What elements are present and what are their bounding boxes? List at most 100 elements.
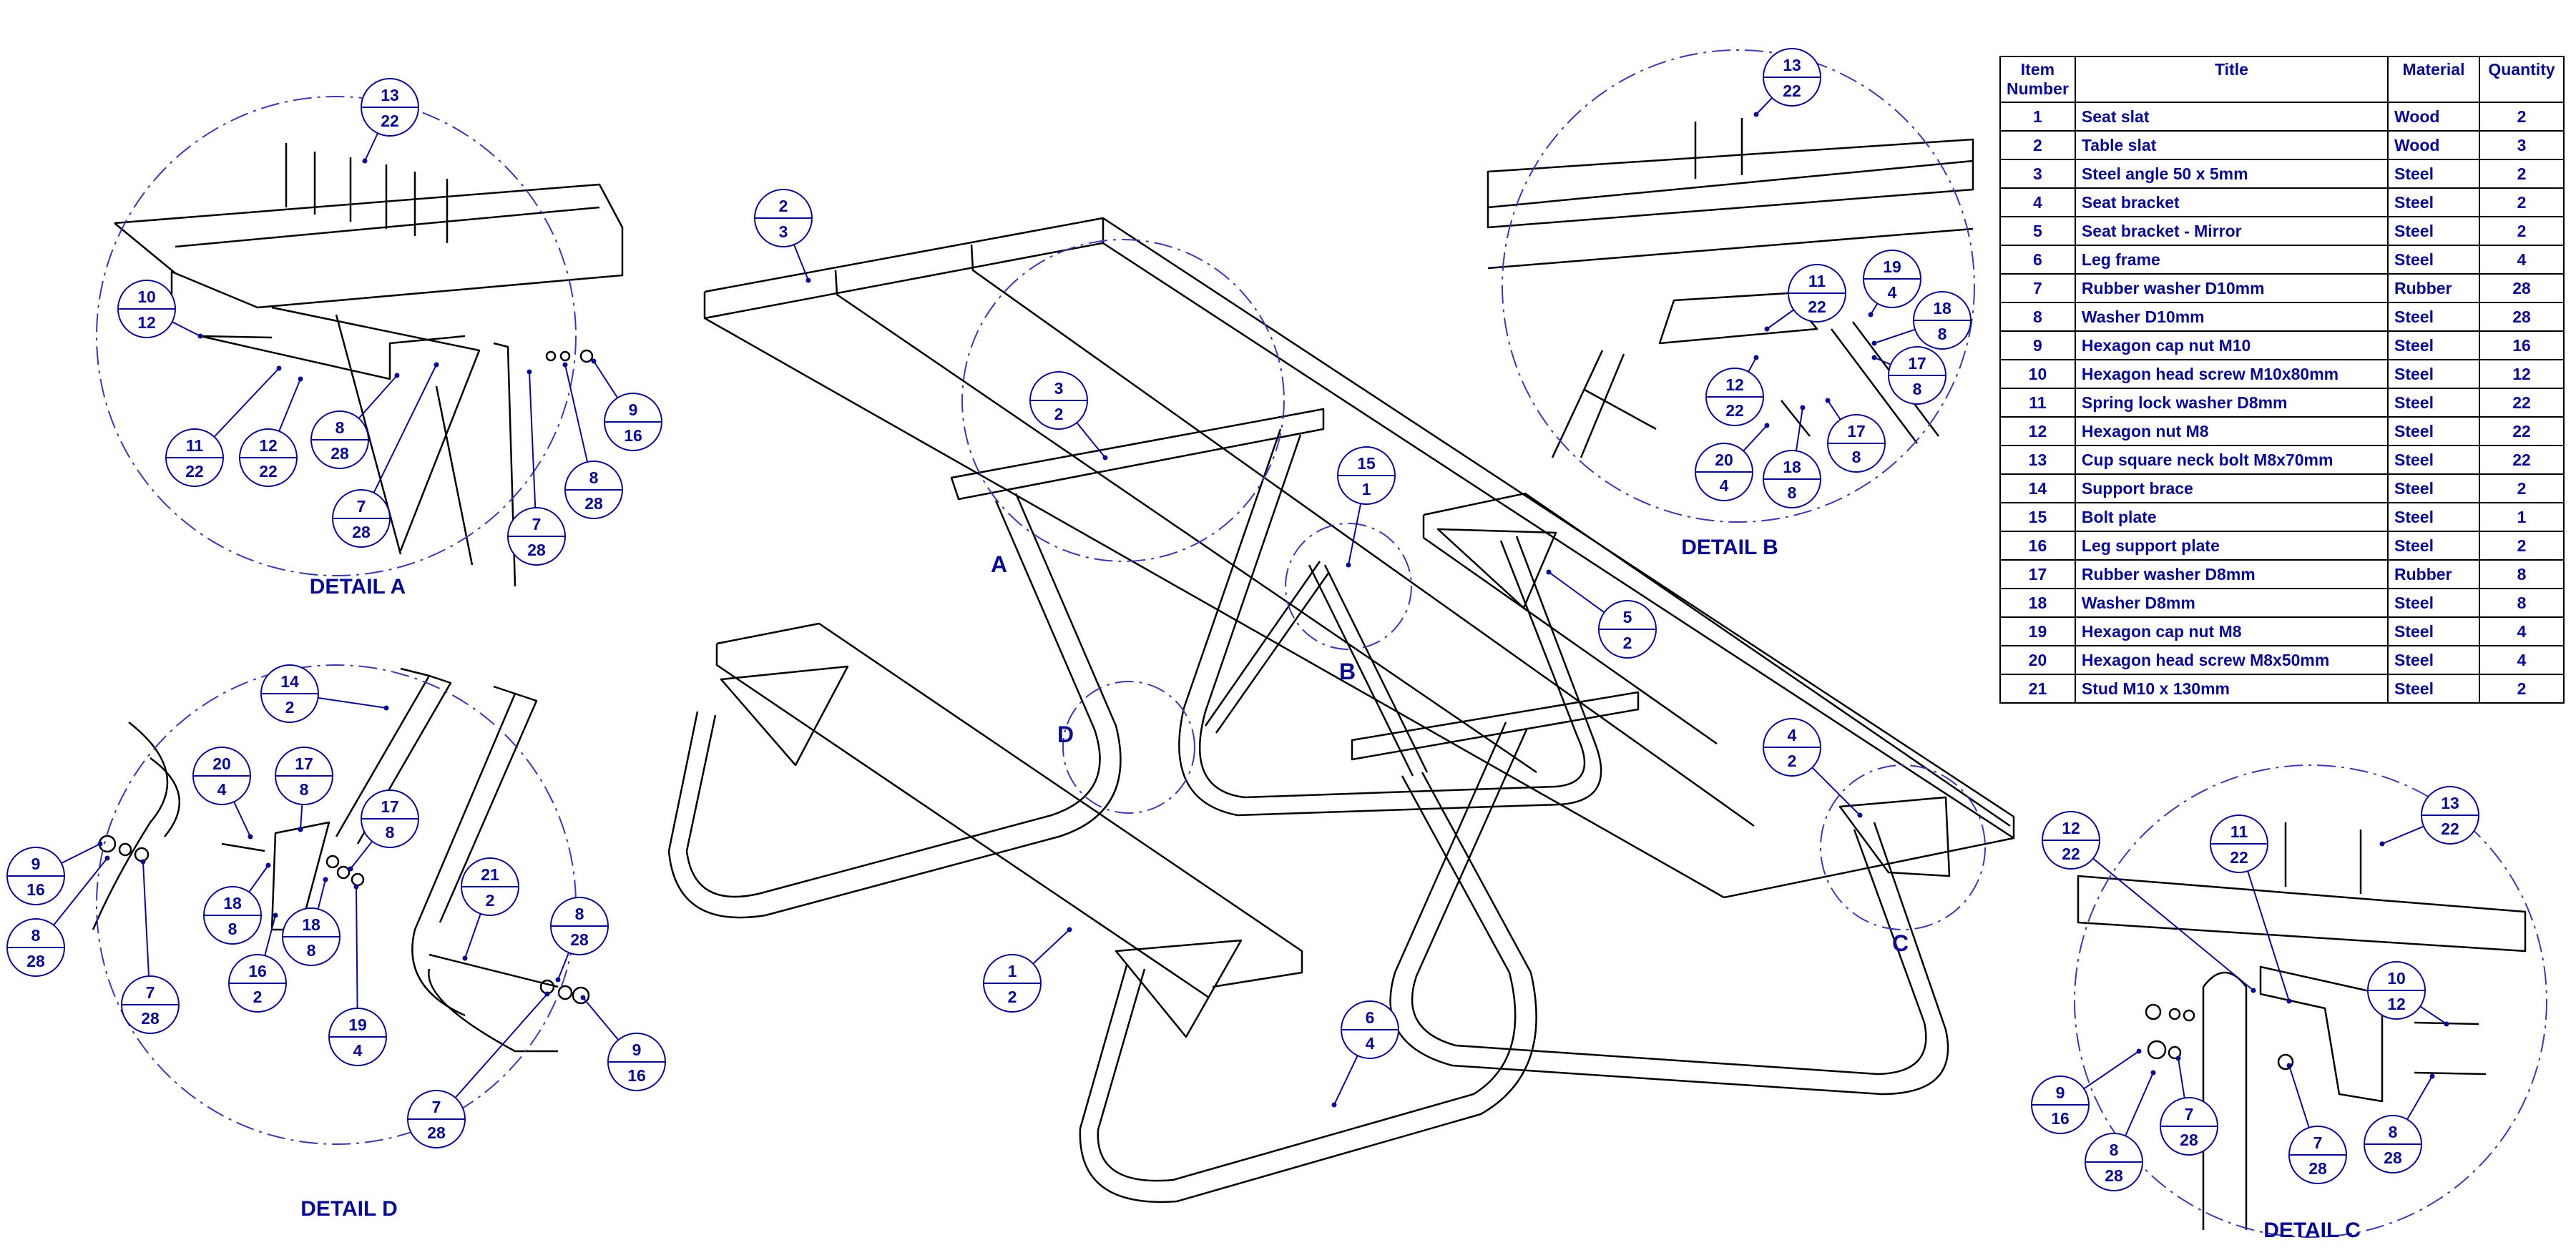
leader-line xyxy=(233,801,251,837)
balloon-quantity: 22 xyxy=(381,112,399,130)
balloon-quantity: 2 xyxy=(285,698,295,717)
item-balloon: 194 xyxy=(1863,250,1921,308)
balloon-quantity: 28 xyxy=(2105,1166,2123,1185)
leader-line xyxy=(2178,1058,2185,1098)
bom-cell-quantity: 2 xyxy=(2479,216,2565,246)
leader-arrow xyxy=(2286,998,2292,1004)
bom-cell-item-number: 14 xyxy=(1999,473,2076,503)
leader-arrow xyxy=(383,705,389,711)
item-balloon: 188 xyxy=(203,886,262,945)
leader-arrow xyxy=(805,277,811,283)
bom-cell-title: Leg frame xyxy=(2074,245,2389,275)
main-table-view xyxy=(667,217,2015,1204)
leader-arrow xyxy=(2251,988,2256,993)
item-balloon: 916 xyxy=(607,1033,666,1091)
balloon-item-number: 12 xyxy=(2062,819,2080,837)
bom-cell-quantity: 2 xyxy=(2479,473,2565,503)
balloon-item-number: 11 xyxy=(186,436,204,455)
item-balloon: 728 xyxy=(121,975,180,1034)
bom-cell-quantity: 8 xyxy=(2479,588,2565,618)
leader-line xyxy=(1076,422,1106,458)
bom-cell-title: Hexagon cap nut M8 xyxy=(2074,616,2389,646)
balloon-item-number: 9 xyxy=(31,855,41,873)
leader-arrow xyxy=(2286,1063,2292,1068)
balloon-item-number: 8 xyxy=(2389,1123,2398,1141)
leader-line xyxy=(278,378,301,432)
bom-cell-material: Steel xyxy=(2387,588,2480,618)
balloon-quantity: 4 xyxy=(1888,283,1897,302)
leader-line xyxy=(61,843,101,865)
item-balloon: 178 xyxy=(1888,346,1946,405)
leader-arrow xyxy=(1546,569,1552,575)
leader-arrow xyxy=(1753,112,1759,117)
leader-line xyxy=(557,952,570,980)
bom-cell-title: Table slat xyxy=(2074,130,2389,160)
bom-cell-quantity: 22 xyxy=(2479,388,2565,418)
bom-cell-title: Seat bracket - Mirror xyxy=(2074,216,2389,246)
bom-cell-material: Steel xyxy=(2387,388,2480,418)
bom-cell-title: Rubber washer D10mm xyxy=(2074,273,2389,303)
item-balloon: 52 xyxy=(1598,600,1657,659)
bom-cell-material: Steel xyxy=(2387,645,2480,675)
callout-b-circle xyxy=(1285,523,1412,650)
leader-arrow xyxy=(1764,423,1770,428)
bom-header-row: Item Number Title Material Quantity xyxy=(1999,56,2565,103)
leader-line xyxy=(1827,400,1841,420)
balloon-item-number: 8 xyxy=(575,905,584,923)
bom-cell-material: Steel xyxy=(2387,359,2480,389)
leader-arrow xyxy=(273,912,278,918)
bom-cell-title: Rubber washer D8mm xyxy=(2074,559,2389,589)
bom-cell-item-number: 12 xyxy=(1999,416,2076,446)
leader-arrow xyxy=(591,358,597,364)
balloon-quantity: 4 xyxy=(353,1041,363,1060)
leader-line xyxy=(454,993,548,1098)
bom-cell-item-number: 2 xyxy=(1999,130,2076,160)
balloon-item-number: 9 xyxy=(2056,1083,2065,1102)
bom-cell-title: Seat slat xyxy=(2074,102,2389,132)
leader-arrow xyxy=(580,995,586,1000)
balloon-quantity: 16 xyxy=(26,880,45,899)
leader-arrow xyxy=(544,991,550,997)
balloon-item-number: 18 xyxy=(1783,458,1801,476)
detail-circles xyxy=(96,49,2547,1238)
leader-arrow xyxy=(2444,1021,2449,1027)
bom-cell-title: Bolt plate xyxy=(2074,502,2389,532)
bom-cell-material: Steel xyxy=(2387,502,2480,532)
bom-cell-item-number: 19 xyxy=(1999,616,2076,646)
detail-c-circle xyxy=(2074,764,2547,1238)
bom-cell-quantity: 8 xyxy=(2479,559,2565,589)
detail-c-title: DETAIL C xyxy=(2263,1219,2361,1242)
item-balloon: 142 xyxy=(260,664,319,723)
leader-arrow xyxy=(197,333,203,339)
bom-cell-material: Wood xyxy=(2387,130,2480,160)
balloon-item-number: 3 xyxy=(1054,379,1064,398)
bom-cell-title: Hexagon cap nut M10 xyxy=(2074,330,2389,360)
bom-cell-material: Steel xyxy=(2387,245,2480,275)
balloon-quantity: 22 xyxy=(2230,848,2248,867)
callout-letter-a: A xyxy=(991,551,1007,577)
leader-line xyxy=(1032,929,1070,965)
leader-arrow xyxy=(362,158,368,164)
item-balloon: 728 xyxy=(2160,1097,2218,1156)
item-balloon: 212 xyxy=(461,857,519,916)
balloon-item-number: 7 xyxy=(146,983,155,1002)
bom-cell-material: Steel xyxy=(2387,473,2480,503)
bom-cell-material: Wood xyxy=(2387,102,2480,132)
balloon-item-number: 17 xyxy=(1908,354,1926,373)
detail-titles: DETAIL A DETAIL B DETAIL C DETAIL D xyxy=(300,536,2361,1242)
leader-line xyxy=(358,375,398,419)
item-balloon: 916 xyxy=(6,847,65,905)
balloon-item-number: 17 xyxy=(295,754,313,773)
leader-arrow xyxy=(1857,812,1863,818)
balloon-quantity: 8 xyxy=(1852,448,1861,466)
bom-header-quantity: Quantity xyxy=(2479,56,2565,103)
leader-arrow xyxy=(2175,1055,2181,1061)
